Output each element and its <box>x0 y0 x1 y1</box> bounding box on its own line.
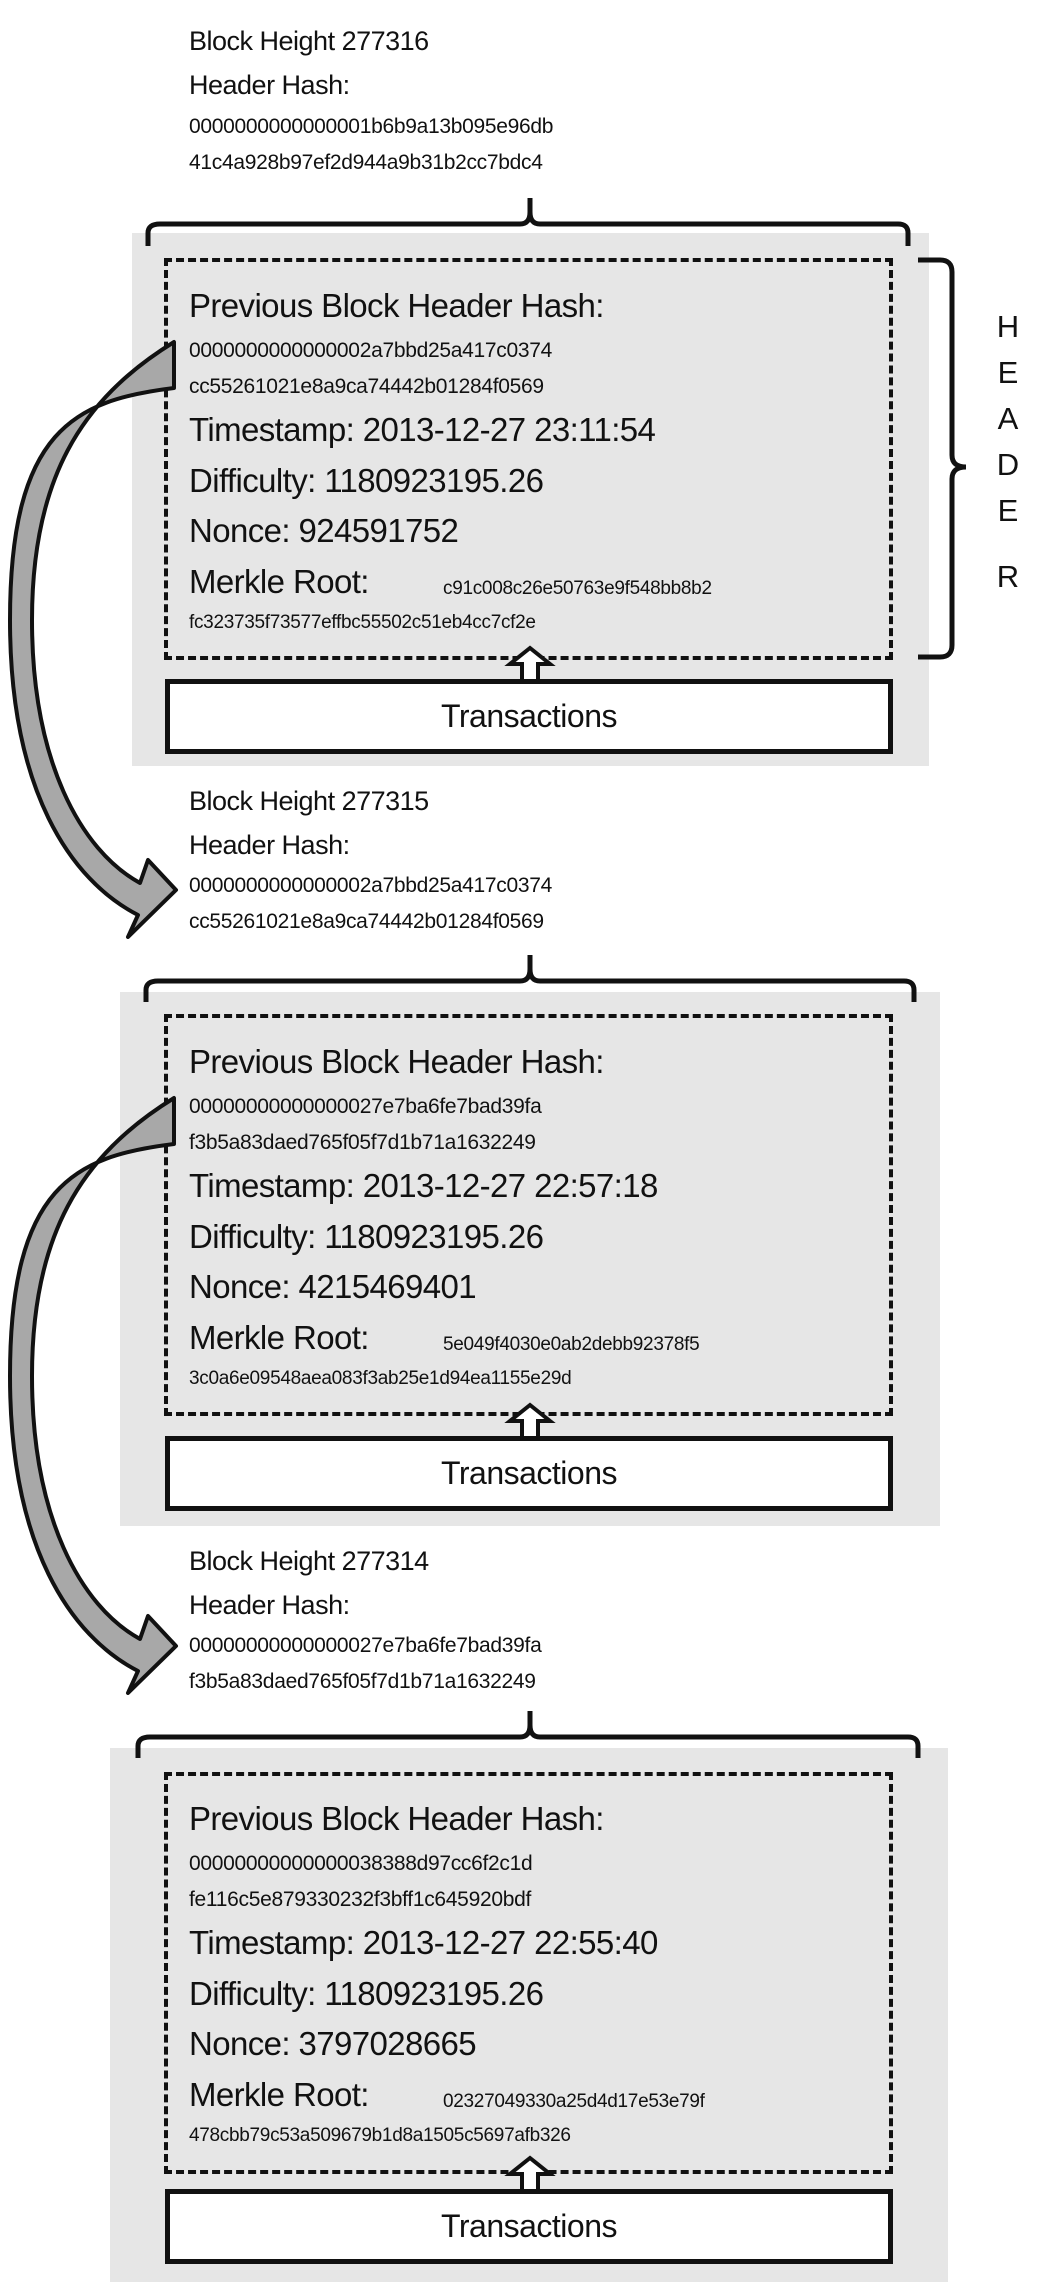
merkle-root-label: Merkle Root: <box>189 1319 369 1356</box>
prev-hash-label: Previous Block Header Hash: <box>189 1043 604 1080</box>
transactions-box: Transactions <box>165 679 893 754</box>
link-arrow <box>8 1096 178 1695</box>
header-hash-line2: 41c4a928b97ef2d944a9b31b2cc7bdc4 <box>189 151 543 174</box>
merkle-root-line1: c91c008c26e50763e9f548bb8b2 <box>443 578 712 599</box>
block-height-label: Block Height 277316 <box>189 26 429 56</box>
header-letter: R <box>996 559 1020 594</box>
merkle-root-label: Merkle Root: <box>189 563 369 600</box>
merkle-arrow <box>504 2155 556 2189</box>
header-letter: H <box>996 309 1020 344</box>
merkle-root-line2: fc323735f73577effbc55502c51eb4cc7cf2e <box>189 612 536 633</box>
merkle-arrow <box>504 1402 556 1436</box>
header-hash-label: Header Hash: <box>189 70 350 100</box>
header-hash-line1: 0000000000000002a7bbd25a417c0374 <box>189 874 552 897</box>
merkle-root-line2: 3c0a6e09548aea083f3ab25e1d94ea1155e29d <box>189 1368 572 1389</box>
merkle-arrow <box>504 645 556 679</box>
transactions-box: Transactions <box>165 1436 893 1511</box>
header-letter: E <box>997 493 1019 528</box>
header-letter: D <box>996 447 1020 482</box>
timestamp: Timestamp: 2013-12-27 23:11:54 <box>189 411 656 448</box>
header-hash-label: Header Hash: <box>189 830 350 860</box>
difficulty: Difficulty: 1180923195.26 <box>189 1218 544 1255</box>
prev-hash-line1: 0000000000000002a7bbd25a417c0374 <box>189 339 552 362</box>
header-hash-line2: cc55261021e8a9ca74442b01284f0569 <box>189 910 544 933</box>
header-hash-line1: 0000000000000001b6b9a13b095e96db <box>189 115 554 138</box>
transactions-box: Transactions <box>165 2189 893 2264</box>
prev-hash-line1: 00000000000000038388d97cc6f2c1d <box>189 1852 533 1875</box>
header-hash-label: Header Hash: <box>189 1590 350 1620</box>
prev-hash-line1: 00000000000000027e7ba6fe7bad39fa <box>189 1095 542 1118</box>
transactions-label: Transactions <box>441 2208 618 2244</box>
timestamp: Timestamp: 2013-12-27 22:57:18 <box>189 1167 658 1204</box>
block-brace <box>145 198 911 246</box>
difficulty: Difficulty: 1180923195.26 <box>189 462 544 499</box>
merkle-root-label: Merkle Root: <box>189 2076 369 2113</box>
prev-hash-line2: cc55261021e8a9ca74442b01284f0569 <box>189 375 544 398</box>
header-letter: E <box>997 355 1019 390</box>
transactions-label: Transactions <box>441 698 618 734</box>
merkle-root-line2: 478cbb79c53a509679b1d8a1505c5697afb326 <box>189 2125 571 2146</box>
merkle-root-line1: 02327049330a25d4d17e53e79f <box>443 2091 705 2112</box>
prev-hash-label: Previous Block Header Hash: <box>189 287 604 324</box>
prev-hash-line2: fe116c5e879330232f3bff1c645920bdf <box>189 1888 531 1911</box>
nonce: Nonce: 924591752 <box>189 512 459 549</box>
transactions-label: Transactions <box>441 1455 618 1491</box>
header-letter: A <box>997 401 1019 436</box>
prev-hash-label: Previous Block Header Hash: <box>189 1800 604 1837</box>
prev-hash-line2: f3b5a83daed765f05f7d1b71a1632249 <box>189 1131 536 1154</box>
difficulty: Difficulty: 1180923195.26 <box>189 1975 544 2012</box>
block-brace <box>143 955 917 1002</box>
nonce: Nonce: 4215469401 <box>189 1268 477 1305</box>
block-brace <box>135 1711 921 1758</box>
header-hash-line1: 00000000000000027e7ba6fe7bad39fa <box>189 1634 542 1657</box>
timestamp: Timestamp: 2013-12-27 22:55:40 <box>189 1924 658 1961</box>
block-height-label: Block Height 277314 <box>189 1546 429 1576</box>
header-brace <box>918 257 967 660</box>
block-height-label: Block Height 277315 <box>189 786 429 816</box>
merkle-root-line1: 5e049f4030e0ab2debb92378f5 <box>443 1334 700 1355</box>
header-hash-line2: f3b5a83daed765f05f7d1b71a1632249 <box>189 1670 536 1693</box>
link-arrow <box>8 340 178 939</box>
nonce: Nonce: 3797028665 <box>189 2025 477 2062</box>
